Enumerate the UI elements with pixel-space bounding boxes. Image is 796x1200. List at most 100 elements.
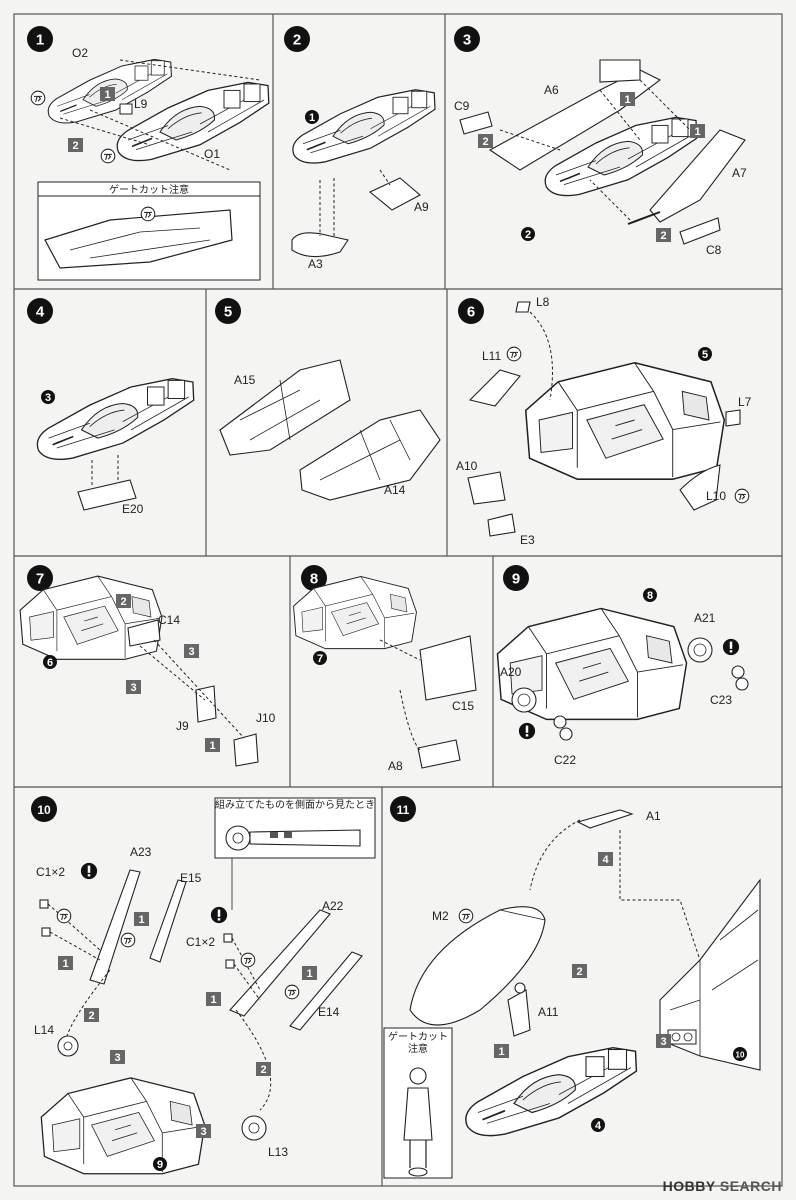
svg-text:2: 2 [120, 596, 126, 608]
caution-icon [518, 722, 536, 740]
site-watermark: HOBBY SEARCH [663, 1178, 782, 1194]
label-l13: L13 [268, 1145, 288, 1159]
watermark-brand: HOBBY [662, 1178, 716, 1194]
label-c1x2: C1×2 [36, 865, 65, 879]
part-a7-drawing [649, 129, 746, 223]
label-l9: L9 [134, 97, 148, 111]
step-ref-5: 5 [698, 347, 712, 361]
sequence-badge: 3 [184, 644, 199, 658]
svg-text:1: 1 [306, 968, 312, 980]
label-c9: C9 [454, 99, 470, 113]
svg-text:6: 6 [47, 657, 53, 669]
sequence-badge: 2 [572, 964, 587, 978]
part-a1-drawing [576, 809, 634, 829]
label-c1x2: C1×2 [186, 935, 215, 949]
part-a23-drawing [89, 869, 141, 985]
label-a15: A15 [234, 373, 256, 387]
label-l14: L14 [34, 1023, 54, 1037]
svg-text:3: 3 [660, 1036, 666, 1048]
sequence-badge: 1 [205, 738, 220, 752]
step-ref-6: 6 [43, 655, 57, 669]
label-a3: A3 [308, 257, 323, 271]
assembly-4-drawing [464, 1046, 638, 1137]
svg-text:9: 9 [512, 571, 520, 588]
svg-text:1: 1 [62, 958, 68, 970]
step-6-panel: 6 5 L8 L11 L7 A10 L10 E3 [456, 295, 752, 547]
sequence-badge: 2 [116, 594, 131, 608]
gate-cut-note-title: ゲートカット注意 [109, 183, 189, 196]
sequence-badge: 3 [656, 1034, 671, 1048]
sequence-badge: 1 [58, 956, 73, 970]
svg-text:1: 1 [138, 914, 144, 926]
svg-text:9: 9 [157, 1159, 163, 1171]
step-number-1: 1 [27, 26, 53, 52]
svg-text:7: 7 [36, 571, 44, 588]
gate-cut-icon [100, 148, 116, 164]
label-a9: A9 [414, 200, 429, 214]
gate-cut-icon [30, 90, 46, 106]
step-3-panel: 3 2 C9 A6 A7 C8 1 1 2 2 [454, 26, 747, 257]
svg-text:2: 2 [293, 32, 301, 49]
step-number-10: 10 [31, 796, 57, 822]
step-5-panel: 5 A15 A14 [215, 298, 441, 501]
sequence-badge: 1 [206, 992, 221, 1006]
watermark-rest: SEARCH [719, 1178, 782, 1194]
label-a20: A20 [500, 665, 522, 679]
step-number-3: 3 [454, 26, 480, 52]
label-a6: A6 [544, 83, 559, 97]
sheet-border [13, 13, 783, 1187]
step-number-7: 7 [27, 565, 53, 591]
part-a22-drawing [229, 909, 331, 1017]
assembly-1-drawing [291, 88, 436, 165]
gate-cut-icon [458, 908, 474, 924]
label-a14: A14 [384, 483, 406, 497]
gate-cut-icon [284, 984, 300, 1000]
label-e3: E3 [520, 533, 535, 547]
svg-text:1: 1 [209, 740, 215, 752]
svg-text:5: 5 [702, 349, 708, 361]
sequence-badge: 2 [256, 1062, 271, 1076]
label-c14: C14 [158, 613, 180, 627]
svg-text:5: 5 [224, 304, 232, 321]
label-m2: M2 [432, 909, 449, 923]
svg-text:1: 1 [104, 89, 110, 101]
label-a11: A11 [538, 1005, 559, 1019]
label-a7: A7 [732, 166, 747, 180]
label-a22: A22 [322, 899, 344, 913]
sequence-badge: 1 [134, 912, 149, 926]
svg-text:2: 2 [72, 140, 78, 152]
sequence-badge: 3 [126, 680, 141, 694]
gate-cut-figure-note-line2: 注意 [408, 1042, 428, 1055]
step-4-panel: 4 3 E20 [27, 298, 195, 516]
sequence-badge: 1 [100, 87, 115, 101]
sequence-badge: 1 [494, 1044, 509, 1058]
sequence-badge: 2 [68, 138, 83, 152]
svg-text:3: 3 [463, 32, 471, 49]
label-a10: A10 [456, 459, 478, 473]
svg-text:2: 2 [660, 230, 666, 242]
label-a1: A1 [646, 809, 661, 823]
svg-text:1: 1 [694, 126, 700, 138]
label-e15: E15 [180, 871, 202, 885]
label-a8: A8 [388, 759, 403, 773]
svg-text:1: 1 [498, 1046, 504, 1058]
svg-text:2: 2 [576, 966, 582, 978]
assembly-5-drawing [524, 361, 726, 480]
sequence-badge: 2 [84, 1008, 99, 1022]
step-number-5: 5 [215, 298, 241, 324]
sequence-badge: 4 [598, 852, 613, 866]
step-11-panel: 11 4 10 ゲートカット 注意 A1 [383, 796, 761, 1179]
gate-cut-icon [56, 908, 72, 924]
label-c22: C22 [554, 753, 576, 767]
step-number-4: 4 [27, 298, 53, 324]
label-c15: C15 [452, 699, 474, 713]
assembly-10-drawing [659, 878, 761, 1071]
side-view-note-title: 組み立てたものを側面から見たとき [215, 798, 375, 811]
step-ref-3: 3 [41, 390, 55, 404]
svg-text:2: 2 [88, 1010, 94, 1022]
step-7-panel: 7 6 C14 J9 J10 2 3 3 1 [19, 565, 276, 767]
step-10-panel: 10 組み立てたものを側面から見たとき A23 C1×2 E15 L14 A22… [31, 796, 376, 1175]
step-ref-1: 1 [305, 110, 319, 124]
assembly-9-drawing [40, 1077, 206, 1175]
svg-text:7: 7 [317, 653, 323, 665]
